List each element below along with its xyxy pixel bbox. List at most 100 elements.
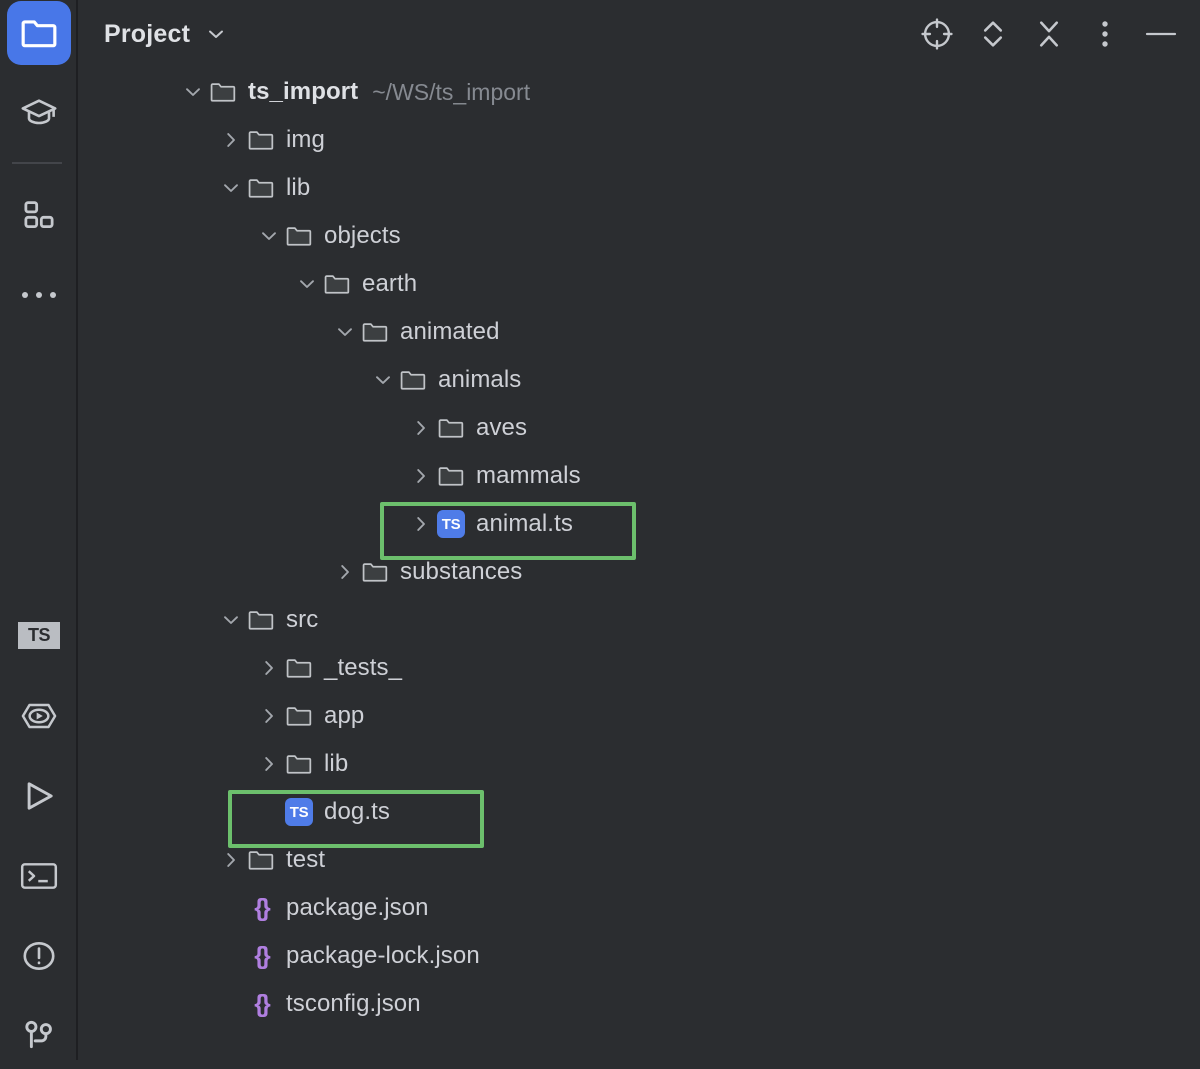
tree-row-label: lib	[286, 174, 311, 201]
tree-row[interactable]: objects	[78, 212, 1200, 260]
sidebar-item-version-control[interactable]	[6, 1003, 72, 1069]
tree-row-path: ~/WS/ts_import	[372, 78, 531, 105]
chevron-down-icon[interactable]	[178, 81, 208, 103]
coverage-run-icon	[20, 701, 58, 731]
chevron-right-icon[interactable]	[254, 657, 284, 679]
tree-row[interactable]: img	[78, 116, 1200, 164]
chevron-down-icon[interactable]	[292, 273, 322, 295]
folder-icon	[322, 272, 352, 296]
tree-row[interactable]: lib	[78, 164, 1200, 212]
tree-row[interactable]: lib	[78, 740, 1200, 788]
tree-row-label: package.json	[286, 894, 429, 921]
vertical-ellipsis-icon[interactable]	[1088, 17, 1122, 51]
folder-icon	[284, 704, 314, 728]
tree-row[interactable]: app	[78, 692, 1200, 740]
chevron-right-icon[interactable]	[406, 417, 436, 439]
graduation-cap-icon	[19, 96, 59, 130]
chevron-right-icon[interactable]	[216, 129, 246, 151]
ts-file-icon: TS	[284, 798, 314, 826]
sidebar-item-learn[interactable]	[6, 80, 72, 146]
chevron-down-icon[interactable]	[330, 321, 360, 343]
tree-row[interactable]: aves	[78, 404, 1200, 452]
tree-row[interactable]: src	[78, 596, 1200, 644]
folder-icon	[284, 656, 314, 680]
sidebar-item-terminal[interactable]	[6, 843, 72, 909]
crosshair-target-icon[interactable]	[920, 17, 954, 51]
chevron-down-icon[interactable]	[368, 369, 398, 391]
chevron-right-icon[interactable]	[406, 513, 436, 535]
warning-circle-icon	[22, 939, 56, 973]
tree-row-label: _tests_	[324, 654, 403, 681]
play-icon	[22, 780, 56, 812]
tree-row-label: tsconfig.json	[286, 990, 421, 1017]
json-braces-label: {}	[254, 989, 271, 1018]
chevron-down-icon[interactable]	[204, 26, 228, 42]
tree-row-label: animals	[438, 366, 522, 393]
folder-icon	[20, 16, 58, 50]
tree-row[interactable]: {} tsconfig.json	[78, 980, 1200, 1028]
chevrons-up-down-icon[interactable]	[976, 17, 1010, 51]
tree-row[interactable]: TS dog.ts	[78, 788, 1200, 848]
tree-row-label: animated	[400, 318, 500, 345]
folder-icon	[360, 320, 390, 344]
chevron-right-icon[interactable]	[216, 849, 246, 871]
chevron-right-icon[interactable]	[254, 753, 284, 775]
tree-row-label: package-lock.json	[286, 942, 480, 969]
tree-row-label: aves	[476, 414, 528, 441]
chevron-down-icon[interactable]	[254, 225, 284, 247]
tool-window-header: Project	[78, 0, 1200, 68]
tree-row[interactable]: substances	[78, 548, 1200, 596]
tree-row-label: dog.ts	[324, 798, 390, 825]
json-braces-label: {}	[254, 893, 271, 922]
ts-file-icon: TS	[436, 510, 466, 538]
tree-row[interactable]: ts_import~/WS/ts_import	[78, 68, 1200, 116]
json-braces-label: {}	[254, 941, 271, 970]
sidebar-item-project[interactable]	[6, 0, 72, 66]
sidebar-item-run-with-coverage[interactable]	[6, 683, 72, 749]
chevron-right-icon[interactable]	[254, 705, 284, 727]
tree-row[interactable]: test	[78, 836, 1200, 884]
tree-row[interactable]: mammals	[78, 452, 1200, 500]
activity-bar-divider	[12, 162, 62, 164]
chevron-right-icon[interactable]	[330, 561, 360, 583]
tree-row[interactable]: _tests_	[78, 644, 1200, 692]
ts-badge-label: TS	[437, 510, 465, 538]
sidebar-item-problems[interactable]	[6, 923, 72, 989]
tree-row[interactable]: animated	[78, 308, 1200, 356]
folder-icon	[246, 608, 276, 632]
folder-icon	[436, 464, 466, 488]
sidebar-item-typescript[interactable]: TS	[6, 602, 72, 668]
tree-row[interactable]: earth	[78, 260, 1200, 308]
chevron-down-icon[interactable]	[216, 177, 246, 199]
sidebar-item-structure[interactable]	[6, 182, 72, 248]
json-file-icon: {}	[246, 941, 276, 970]
folder-icon	[398, 368, 428, 392]
structure-blocks-icon	[22, 200, 56, 230]
tree-row-label: img	[286, 126, 325, 153]
activity-bar: TS	[0, 0, 78, 1060]
tree-row[interactable]: {} package.json	[78, 884, 1200, 932]
chevron-right-icon[interactable]	[406, 465, 436, 487]
folder-icon	[208, 80, 238, 104]
tree-row[interactable]: animals	[78, 356, 1200, 404]
tree-row-label: objects	[324, 222, 401, 249]
tree-row-label: src	[286, 606, 319, 633]
minimize-icon[interactable]	[1144, 17, 1178, 51]
collapse-all-icon[interactable]	[1032, 17, 1066, 51]
chevron-down-icon[interactable]	[216, 609, 246, 631]
page-title: Project	[104, 19, 191, 48]
folder-icon	[246, 128, 276, 152]
folder-icon	[284, 224, 314, 248]
tool-window-actions	[920, 17, 1178, 51]
tree-row-label: app	[324, 702, 365, 729]
tree-row-label: substances	[400, 558, 523, 585]
tree-row-label: earth	[362, 270, 418, 297]
sidebar-item-more-tool-windows[interactable]	[6, 262, 72, 328]
tree-row-label: test	[286, 846, 326, 873]
tree-row[interactable]: {} package-lock.json	[78, 932, 1200, 980]
sidebar-item-run[interactable]	[6, 763, 72, 829]
tree-row-label: lib	[324, 750, 349, 777]
